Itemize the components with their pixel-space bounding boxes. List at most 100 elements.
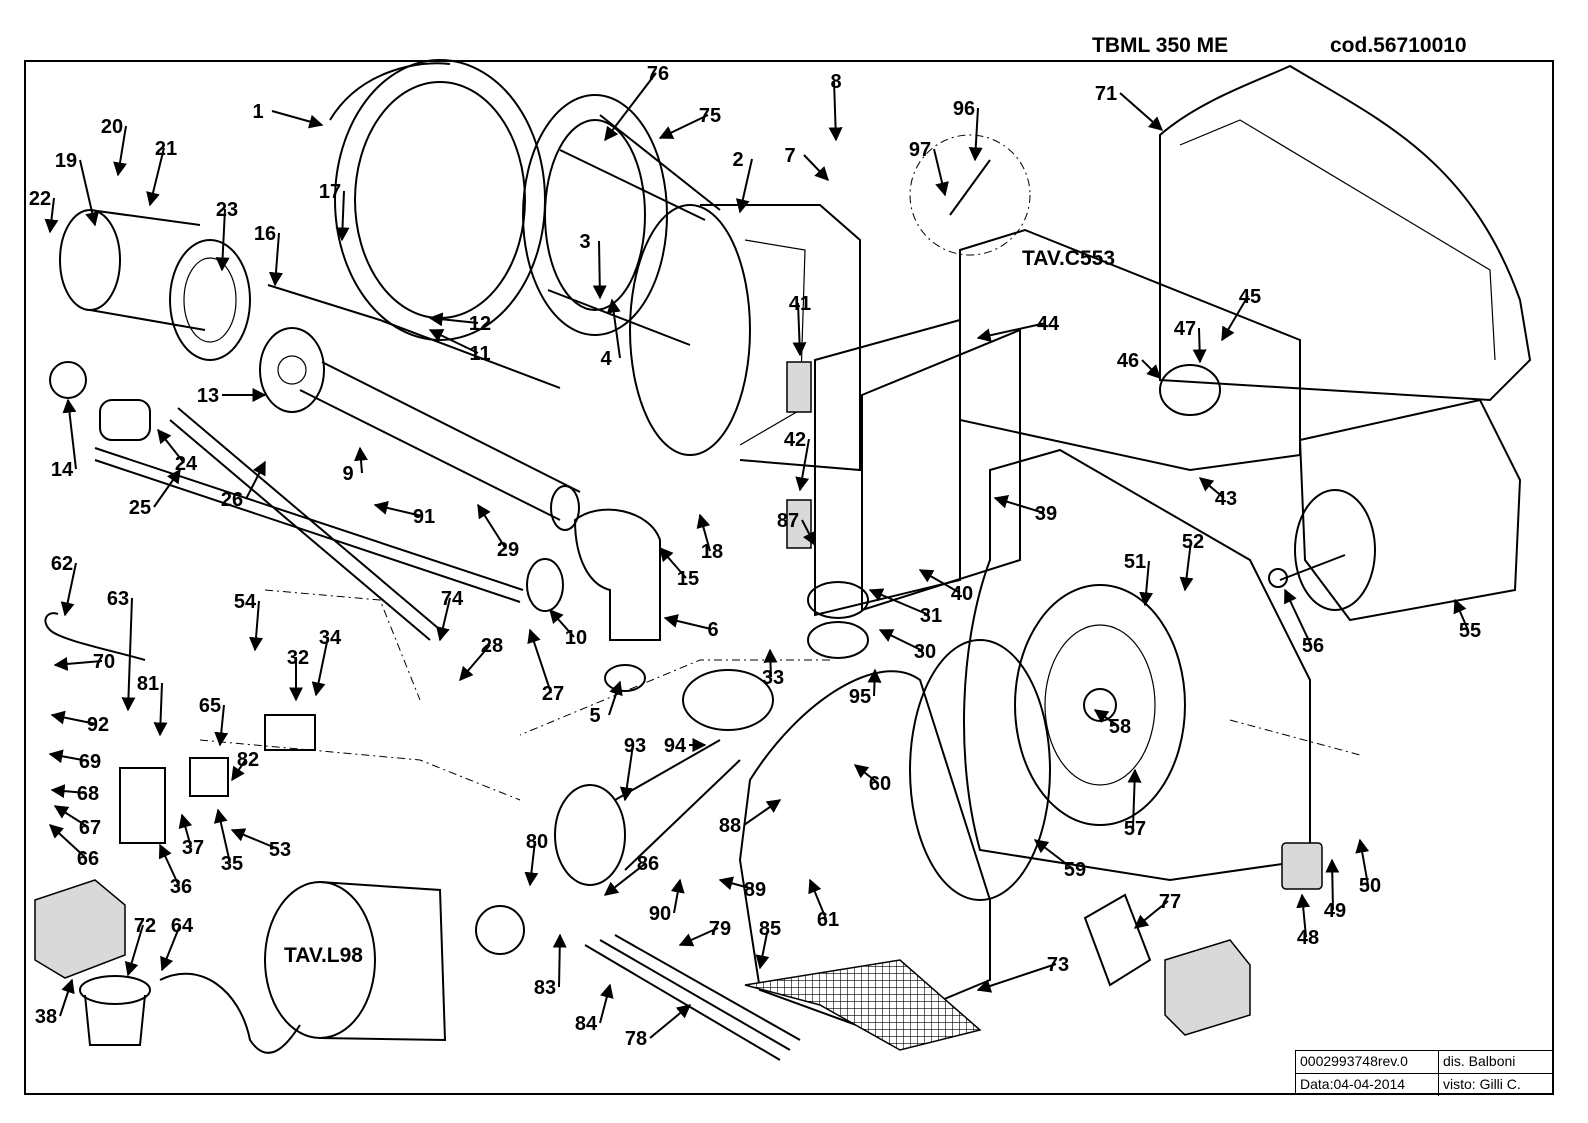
part-number-55: 55: [1459, 620, 1481, 642]
part-number-15: 15: [677, 568, 699, 590]
part-62-pipe: [44, 612, 146, 661]
part-36-box: [119, 767, 166, 844]
part-number-83: 83: [534, 977, 556, 999]
callout-leader-15: [659, 546, 687, 579]
callout-leader-62: [60, 562, 77, 617]
part-number-60: 60: [869, 773, 891, 795]
callout-leader-52: [1179, 540, 1194, 592]
part-16-rod: [267, 284, 561, 389]
callout-leader-39: [993, 494, 1045, 514]
part-71-cover: [1159, 64, 1532, 402]
part-number-6: 6: [707, 619, 718, 641]
part-number-97: 97: [909, 139, 931, 161]
callout-leader-77: [1133, 900, 1169, 929]
callout-leader-14: [62, 398, 77, 470]
callout-leader-38: [59, 978, 75, 1017]
callout-leader-83: [552, 933, 567, 988]
part-39-volute: [963, 448, 1311, 882]
callout-leader-70: [53, 656, 103, 671]
callout-leader-43: [1198, 477, 1225, 499]
part-number-37: 37: [182, 837, 204, 859]
part-number-19: 19: [55, 150, 77, 172]
callout-leader-19: [79, 159, 99, 227]
callout-leader-79: [678, 927, 719, 947]
part-number-40: 40: [951, 583, 973, 605]
part-number-42: 42: [784, 429, 806, 451]
callout-leader-5: [608, 680, 623, 716]
part-number-63: 63: [107, 588, 129, 610]
part-number-74: 74: [441, 588, 464, 610]
part-56-washer: [1268, 568, 1288, 588]
part-number-49: 49: [1324, 900, 1346, 922]
callout-leader-26: [245, 460, 266, 500]
callout-leader-51: [1139, 560, 1154, 607]
part-number-26: 26: [221, 489, 243, 511]
part-number-30: 30: [914, 641, 936, 663]
callout-leader-80: [524, 840, 539, 887]
title-block: 0002993748rev.0 dis. Balboni Data:04-04-…: [1295, 1050, 1554, 1096]
callout-leader-55: [1453, 598, 1469, 631]
part-number-48: 48: [1297, 927, 1319, 949]
part-number-58: 58: [1109, 716, 1131, 738]
callout-leader-36: [158, 843, 180, 887]
callout-leader-23: [215, 208, 230, 272]
part-number-80: 80: [526, 831, 548, 853]
pressure-gauge: [475, 905, 525, 955]
part-number-56: 56: [1302, 635, 1324, 657]
part-number-68: 68: [77, 783, 99, 805]
part-number-92: 92: [87, 714, 109, 736]
callout-leader-65: [214, 704, 229, 747]
callout-leader-63: [121, 597, 136, 712]
drawn-by: dis. Balboni: [1443, 1053, 1516, 1069]
part-24-nozzle: [99, 399, 151, 441]
part-number-14: 14: [51, 459, 74, 481]
callout-leader-88: [743, 799, 782, 826]
part-number-52: 52: [1182, 531, 1204, 553]
part-number-89: 89: [744, 879, 766, 901]
part-number-33: 33: [762, 667, 784, 689]
ref-tav-l98: TAV.L98: [284, 944, 363, 967]
part-number-18: 18: [701, 541, 723, 563]
callout-leader-4: [606, 298, 621, 359]
callout-leader-11: [428, 329, 479, 354]
callout-leader-87: [801, 519, 816, 547]
callout-leader-21: [146, 147, 165, 207]
callout-leader-97: [933, 148, 949, 197]
part-number-45: 45: [1239, 286, 1261, 308]
part-number-7: 7: [784, 145, 795, 167]
part-41-block: [786, 361, 812, 413]
callout-leader-93: [619, 744, 634, 802]
callout-leader-49: [1325, 858, 1340, 911]
part-number-21: 21: [155, 138, 177, 160]
callout-leader-96: [968, 107, 983, 162]
part-number-39: 39: [1035, 503, 1057, 525]
part-number-50: 50: [1359, 875, 1381, 897]
callout-leader-7: [803, 154, 829, 182]
part-number-59: 59: [1064, 859, 1086, 881]
part-number-27: 27: [542, 683, 564, 705]
callout-leader-60: [853, 764, 879, 784]
callout-leader-85: [755, 927, 770, 970]
callout-leader-71: [1119, 92, 1164, 131]
callout-leader-95: [867, 668, 882, 697]
callout-leader-81: [153, 682, 168, 737]
part-number-23: 23: [216, 199, 238, 221]
part-10-oring: [526, 558, 564, 612]
callout-leader-16: [268, 232, 283, 287]
detail-96-circle: [909, 134, 1031, 256]
callout-leader-91: [373, 501, 423, 517]
part-38-box-right: [1164, 939, 1251, 1036]
callout-leader-17: [335, 190, 350, 242]
callout-leader-72: [124, 924, 144, 977]
callout-leader-64: [160, 924, 181, 972]
callout-leader-84: [599, 983, 614, 1024]
part-number-22: 22: [29, 188, 51, 210]
part-5-oring: [604, 664, 646, 692]
part-number-13: 13: [197, 385, 219, 407]
part-26-pipe: [169, 407, 439, 641]
callout-leader-28: [459, 644, 491, 682]
part-84-rails: [584, 934, 801, 1061]
part-number-9: 9: [342, 463, 353, 485]
code-number: cod.56710010: [1330, 34, 1467, 57]
part-number-87: 87: [777, 510, 799, 532]
